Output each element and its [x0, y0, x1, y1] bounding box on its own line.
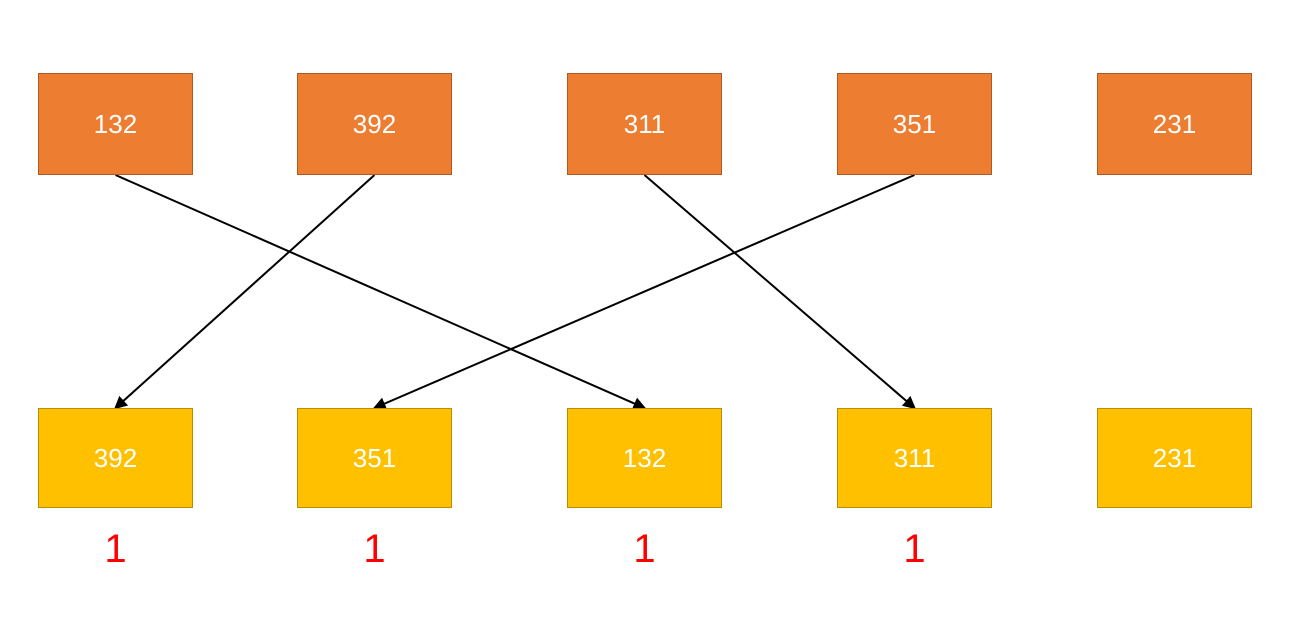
box-value: 132 — [622, 442, 667, 473]
bottom-box-1: 351 — [297, 408, 452, 508]
top-box-4: 231 — [1097, 73, 1252, 175]
arrow-2 — [643, 174, 916, 410]
bottom-box-2: 132 — [567, 408, 722, 508]
box-value: 132 — [93, 108, 138, 139]
arrow-3 — [372, 174, 915, 410]
count-label-2: 1 — [633, 527, 656, 571]
arrow-1 — [114, 174, 376, 410]
box-value: 231 — [1152, 108, 1197, 139]
arrow-0 — [115, 174, 647, 410]
top-box-1: 392 — [297, 73, 452, 175]
top-box-0: 132 — [38, 73, 193, 175]
top-box-3: 351 — [837, 73, 992, 175]
box-value: 351 — [892, 108, 937, 139]
box-value: 311 — [623, 108, 666, 139]
box-value: 311 — [893, 442, 936, 473]
count-label-3: 1 — [903, 527, 926, 571]
bottom-box-3: 311 — [837, 408, 992, 508]
bottom-box-0: 392 — [38, 408, 193, 508]
count-label-0: 1 — [104, 527, 127, 571]
count-label-1: 1 — [363, 527, 386, 571]
box-value: 351 — [352, 442, 397, 473]
top-box-2: 311 — [567, 73, 722, 175]
box-value: 231 — [1152, 442, 1197, 473]
box-value: 392 — [93, 442, 138, 473]
bottom-box-4: 231 — [1097, 408, 1252, 508]
box-value: 392 — [352, 108, 397, 139]
